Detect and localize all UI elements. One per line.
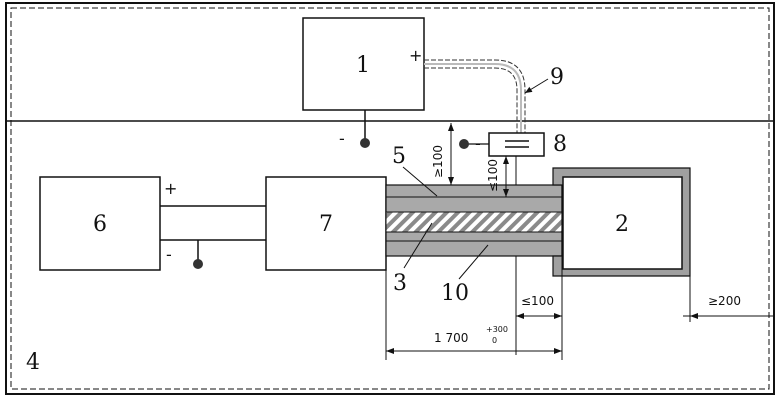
- ground-6-terminal: [193, 259, 203, 269]
- sensor-8-terminal: [459, 139, 469, 149]
- leader-3: [403, 222, 433, 269]
- plus-sign-6: +: [164, 179, 177, 198]
- label-5: 5: [392, 144, 406, 169]
- inner-frame: [10, 7, 770, 390]
- outer-frame: [5, 2, 775, 395]
- dim-length-arrow-left: [386, 348, 394, 354]
- label-7: 7: [319, 212, 333, 237]
- dim-bottom-arrow-left: [516, 313, 524, 319]
- dim-length-tol-upper: +300: [486, 325, 508, 334]
- label-4: 4: [26, 350, 40, 375]
- minus-sign-1: -: [339, 129, 345, 148]
- sensor-8: [488, 132, 545, 157]
- cable-9-mid: [424, 63, 522, 133]
- label-1: 1: [356, 53, 370, 78]
- box-1: [302, 17, 425, 111]
- label-2: 2: [615, 212, 629, 237]
- dim-top-left-arrow-down: [448, 177, 454, 185]
- box-2: [562, 176, 683, 270]
- box-6: [39, 176, 161, 271]
- dim-top-right-arrow-up: [503, 156, 509, 164]
- dim-top-right-text: ≤100: [486, 159, 500, 192]
- dim-top-left-text: ≥100: [431, 145, 445, 178]
- cable-9-outer: [424, 59, 526, 133]
- dim-bottom-text: ≤100: [521, 294, 554, 308]
- dim-right-arrow: [690, 313, 698, 319]
- minus-sign-6: -: [166, 245, 172, 264]
- leader-9: [524, 78, 549, 94]
- dim-length-tol-lower: 0: [492, 336, 497, 345]
- dim-length-arrow-right: [554, 348, 562, 354]
- cable-9-inner: [424, 67, 518, 133]
- minus-sign-sensor: -: [475, 134, 481, 153]
- dim-top-left-arrow-up: [448, 123, 454, 131]
- label-8: 8: [553, 132, 567, 157]
- dim-top-right-arrow-down: [503, 189, 509, 197]
- leader-10: [458, 244, 489, 280]
- plus-sign-1: +: [409, 46, 422, 65]
- label-3: 3: [393, 271, 407, 296]
- label-10: 10: [441, 281, 469, 306]
- box-7: [265, 176, 387, 271]
- leader-5: [402, 166, 438, 197]
- label-9: 9: [550, 65, 564, 90]
- label-6: 6: [93, 212, 107, 237]
- dim-right-text: ≥200: [708, 294, 741, 308]
- pipe-core-hatched: [385, 211, 563, 233]
- dim-length-text: 1 700: [434, 331, 468, 345]
- dim-bottom-arrow-right: [554, 313, 562, 319]
- box-1-terminal: [360, 138, 370, 148]
